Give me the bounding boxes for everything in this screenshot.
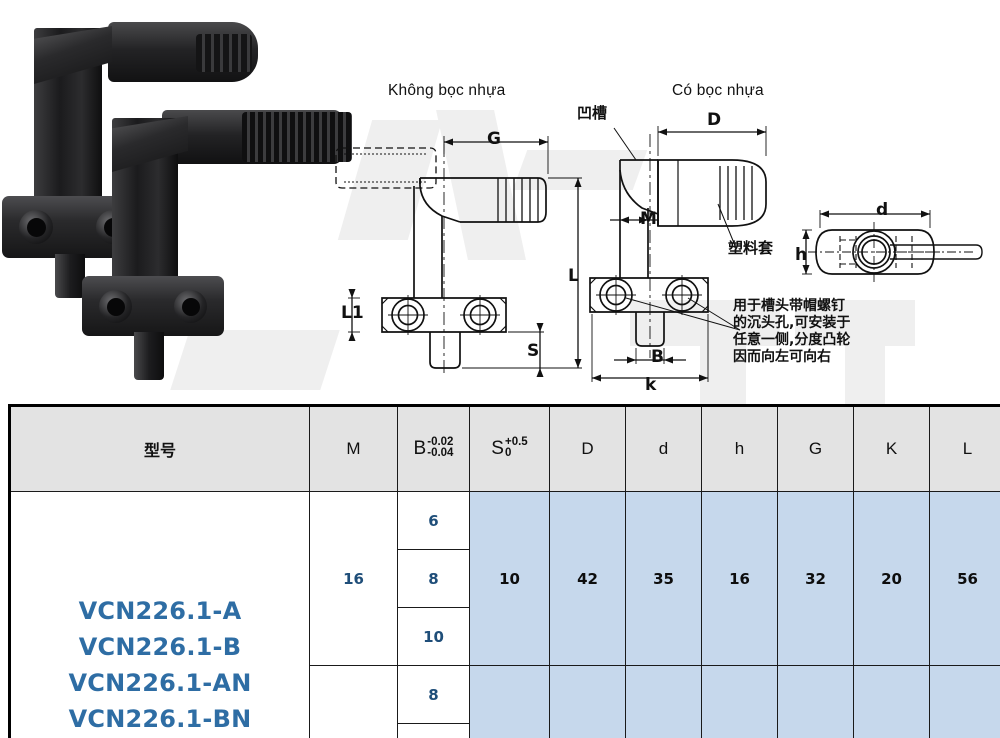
model-cell: VCN226.1-A VCN226.1-B VCN226.1-AN VCN226… [9, 491, 310, 738]
value-d-small: 35 [625, 491, 702, 666]
table-header-row: 型号 M B -0.02 -0.04 S [9, 405, 1000, 492]
dimension-label-k: k [645, 375, 657, 395]
header-s: S +0.5 0 [469, 405, 550, 492]
value-b: 6 [397, 491, 470, 550]
view-title-right: Có bọc nhựa [672, 82, 764, 99]
value-m: 20 [309, 665, 398, 738]
note-line-2: 的沉头孔,可安装于 [733, 315, 851, 331]
table-row: VCN226.1-A VCN226.1-B VCN226.1-AN VCN226… [9, 491, 1000, 738]
value-m: 16 [309, 491, 398, 666]
illustration-region: Không bọc nhựa Có bọc nhựa [2, 22, 983, 395]
value-g: 37 [777, 665, 854, 738]
dimension-label-b: B [651, 347, 664, 367]
header-b-tol-lower: -0.04 [427, 447, 454, 459]
header-h: h [701, 405, 778, 492]
model-name: VCN226.1-BN [68, 705, 252, 733]
drawing-top-view [802, 210, 983, 284]
value-d-small: 40 [625, 665, 702, 738]
note-line-3: 任意一侧,分度凸轮 [733, 332, 851, 348]
specification-table: 型号 M B -0.02 -0.04 S [8, 404, 1000, 738]
value-l: 56 [929, 491, 1000, 666]
header-m: M [309, 405, 398, 492]
header-b-tol-upper: -0.02 [427, 436, 454, 448]
value-b: 10 [397, 607, 470, 666]
table-row: 20 8 12 52 40 20 37 22 70 15 [10, 665, 1000, 738]
dimension-label-l1: L1 [341, 303, 364, 323]
model-name: VCN226.1-B [78, 633, 242, 661]
dimension-label-d-small: d [876, 200, 889, 220]
dimension-label-h: h [795, 245, 808, 265]
value-k: 20 [853, 491, 930, 666]
header-model: 型号 [9, 405, 310, 492]
dimension-label-l: L [568, 266, 579, 286]
dimension-label-s: S [527, 341, 540, 361]
header-d-small: d [625, 405, 702, 492]
value-s: 10 [469, 491, 550, 666]
model-name: VCN226.1-AN [68, 669, 252, 697]
callout-counterbore-note: 用于槽头带帽螺钉 的沉头孔,可安装于 任意一侧,分度凸轮 因而向左可向右 [733, 298, 850, 366]
model-name: VCN226.1-A [78, 597, 242, 625]
header-s-tol-upper: +0.5 [504, 436, 528, 448]
value-b: 8 [397, 549, 470, 608]
drawing-with-plastic [589, 126, 767, 382]
value-b: 8 [397, 665, 470, 724]
view-title-left: Không bọc nhựa [388, 82, 506, 99]
dimension-label-g: G [487, 129, 501, 149]
header-s-tol-lower: 0 [504, 447, 512, 459]
header-d: D [549, 405, 626, 492]
value-s: 12 [469, 665, 550, 738]
header-b: B -0.02 -0.04 [397, 405, 470, 492]
value-g: 32 [777, 491, 854, 666]
value-h: 16 [701, 491, 778, 666]
value-k: 22 [853, 665, 930, 738]
value-d: 42 [549, 491, 626, 666]
table-row: 8 [10, 549, 1000, 608]
specification-table-wrapper: 型号 M B -0.02 -0.04 S [8, 404, 1000, 738]
dimension-label-m: M [640, 209, 657, 229]
header-g: G [777, 405, 854, 492]
header-s-base: S [491, 438, 504, 459]
header-k: K [853, 405, 930, 492]
header-l: L [929, 405, 1000, 492]
dimension-label-d-upper: D [707, 110, 722, 130]
product-photo-front [82, 100, 412, 380]
note-line-4: 因而向左可向右 [733, 349, 831, 365]
callout-plastic-sleeve: 塑料套 [728, 239, 774, 257]
callout-groove: 凹槽 [577, 104, 608, 122]
drawing-without-plastic [335, 136, 582, 377]
value-h: 20 [701, 665, 778, 738]
table-row: 10 [10, 607, 1000, 666]
value-b: 10 [397, 723, 470, 738]
note-line-1: 用于槽头带帽螺钉 [733, 298, 845, 314]
header-b-base: B [413, 438, 427, 459]
value-l: 70 [929, 665, 1000, 738]
value-d: 52 [549, 665, 626, 738]
table-row: 10 [10, 723, 1000, 738]
